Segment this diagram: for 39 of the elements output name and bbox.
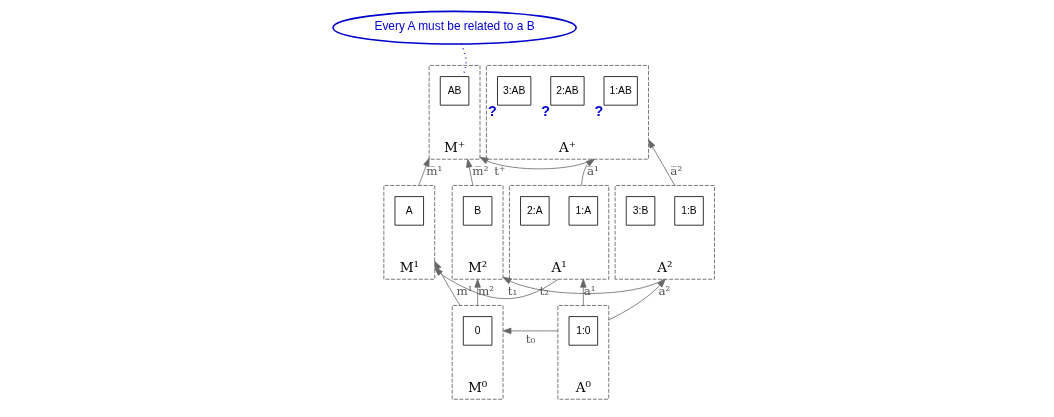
arrow bbox=[434, 267, 559, 300]
arrow bbox=[466, 158, 474, 186]
arrow bbox=[580, 278, 587, 306]
arrow bbox=[581, 158, 595, 186]
edge-label: t₀ bbox=[525, 331, 536, 346]
arrow bbox=[648, 139, 676, 186]
node-ellipse: Every A must be related to a B bbox=[332, 10, 577, 45]
node-box: 1:0 bbox=[568, 316, 599, 346]
edge-label: m̅¹ bbox=[426, 164, 443, 179]
node-label: ? bbox=[594, 102, 604, 119]
edge-label: t⁺ bbox=[494, 164, 506, 179]
node-box: 2:AB bbox=[550, 76, 585, 106]
edge-label: a̅¹ bbox=[586, 164, 599, 179]
node-box: 3:AB bbox=[497, 76, 532, 106]
node-box: 2:A bbox=[520, 196, 550, 226]
edge-label: a̅² bbox=[670, 164, 683, 179]
edge-label: m¹ bbox=[456, 284, 473, 299]
node-box: 1:B bbox=[674, 196, 704, 226]
arrow bbox=[502, 276, 665, 294]
arrow bbox=[434, 261, 461, 306]
arrow bbox=[502, 327, 559, 335]
node-box: 1:A bbox=[568, 196, 599, 226]
node-box: 0 bbox=[462, 316, 493, 346]
edge-label: m̅² bbox=[472, 164, 489, 179]
edge-label: t₂ bbox=[539, 284, 550, 299]
arrow bbox=[479, 156, 594, 170]
arrow bbox=[474, 278, 481, 306]
edge-label: m² bbox=[477, 284, 495, 299]
arrow bbox=[608, 278, 666, 321]
node-box: 3:B bbox=[625, 196, 656, 226]
node-label: ? bbox=[487, 102, 497, 119]
node-label: ? bbox=[541, 102, 550, 119]
node-box: B bbox=[462, 196, 493, 226]
edge-label: t₁ bbox=[507, 284, 518, 299]
node-box: AB bbox=[439, 76, 470, 106]
node-box: A bbox=[394, 196, 424, 226]
edge-label: a² bbox=[658, 284, 671, 299]
arrow bbox=[418, 157, 430, 186]
node-box: 1:AB bbox=[603, 76, 638, 106]
